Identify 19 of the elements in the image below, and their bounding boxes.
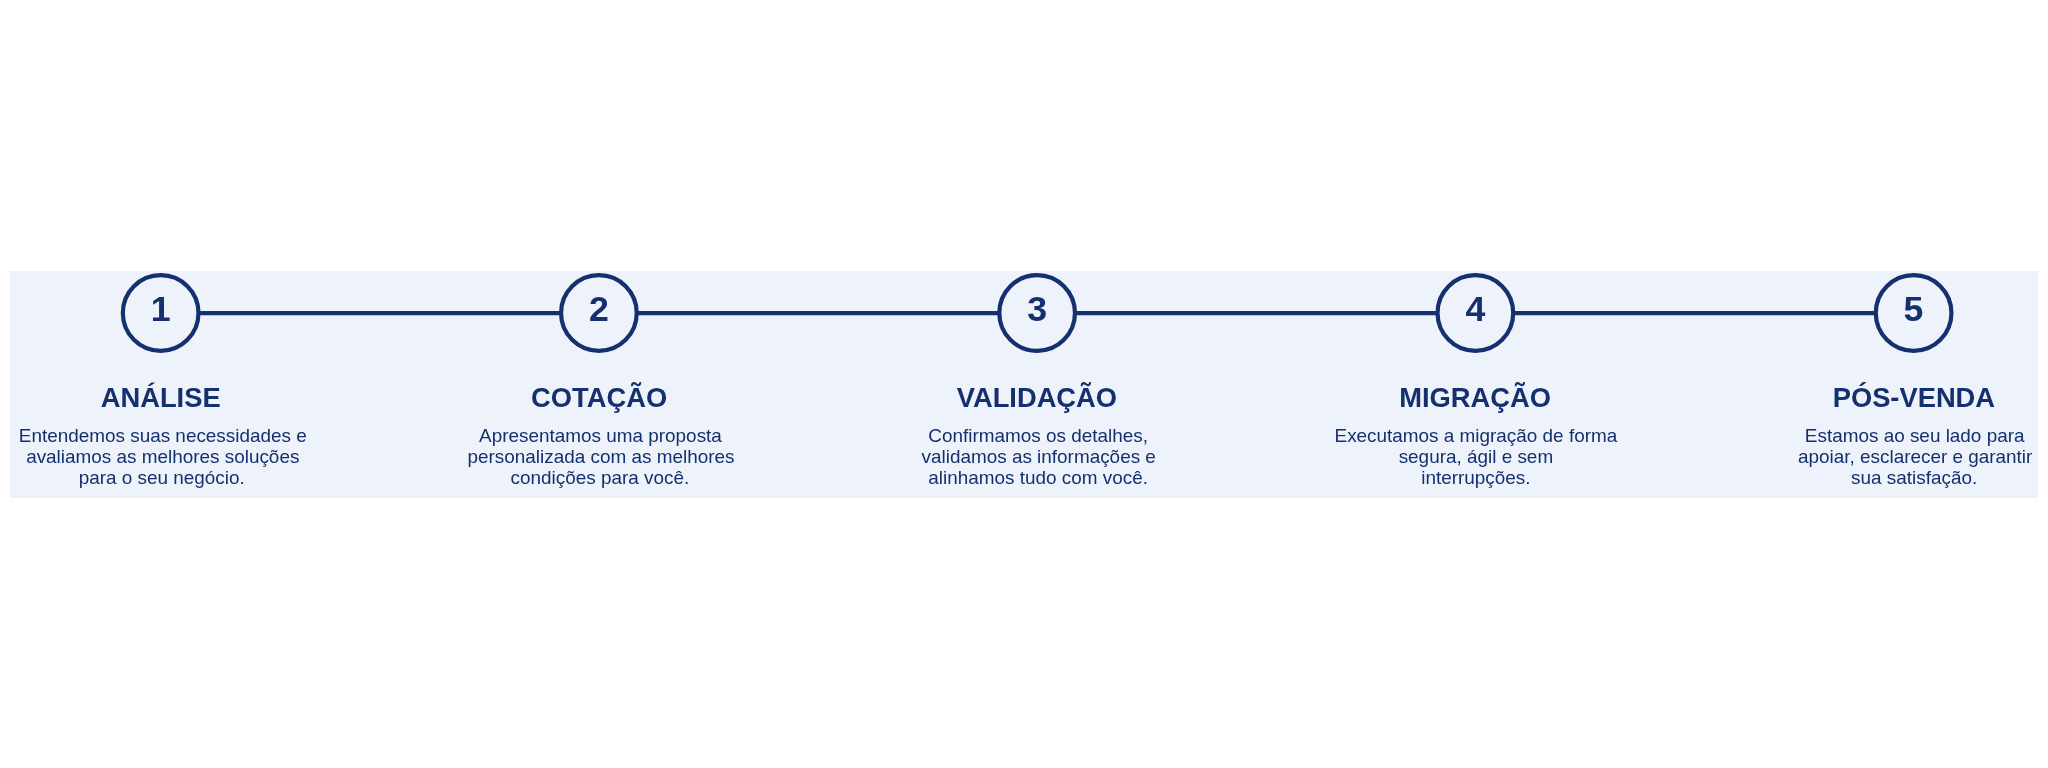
node-label: ANÁLISE bbox=[100, 381, 221, 413]
node-label: MIGRAÇÃO bbox=[1399, 381, 1551, 413]
connector bbox=[1075, 310, 1438, 315]
node-label: COTAÇÃO bbox=[531, 381, 668, 413]
node-circle: 3 bbox=[997, 272, 1078, 353]
connector bbox=[198, 310, 561, 315]
node-label: Estamos ao seu lado para apoiar, esclarecer e garantir sua satisfação. bbox=[1798, 424, 2033, 488]
node-label: PÓS-VENDA bbox=[1832, 381, 1996, 413]
node-circle: 5 bbox=[1873, 272, 1954, 353]
connector bbox=[1513, 310, 1876, 315]
node-label: Apresentamos uma proposta personalizada com as melhores condições para você. bbox=[467, 424, 735, 488]
node-circle: 2 bbox=[558, 272, 639, 353]
node-label: VALIDAÇÃO bbox=[956, 381, 1118, 413]
connector bbox=[637, 310, 1000, 315]
node-circle: 4 bbox=[1435, 272, 1516, 353]
node-label: Confirmamos os detalhes, validamos as informações e alinhamos tudo com você. bbox=[921, 424, 1156, 488]
node-circle: 1 bbox=[120, 272, 201, 353]
node-label: Executamos a migração de forma segura, ágil e sem interrupções. bbox=[1334, 424, 1618, 488]
node-label: Entendemos suas necessidades e avaliamos as melhores soluções para o seu negócio. bbox=[18, 424, 307, 488]
